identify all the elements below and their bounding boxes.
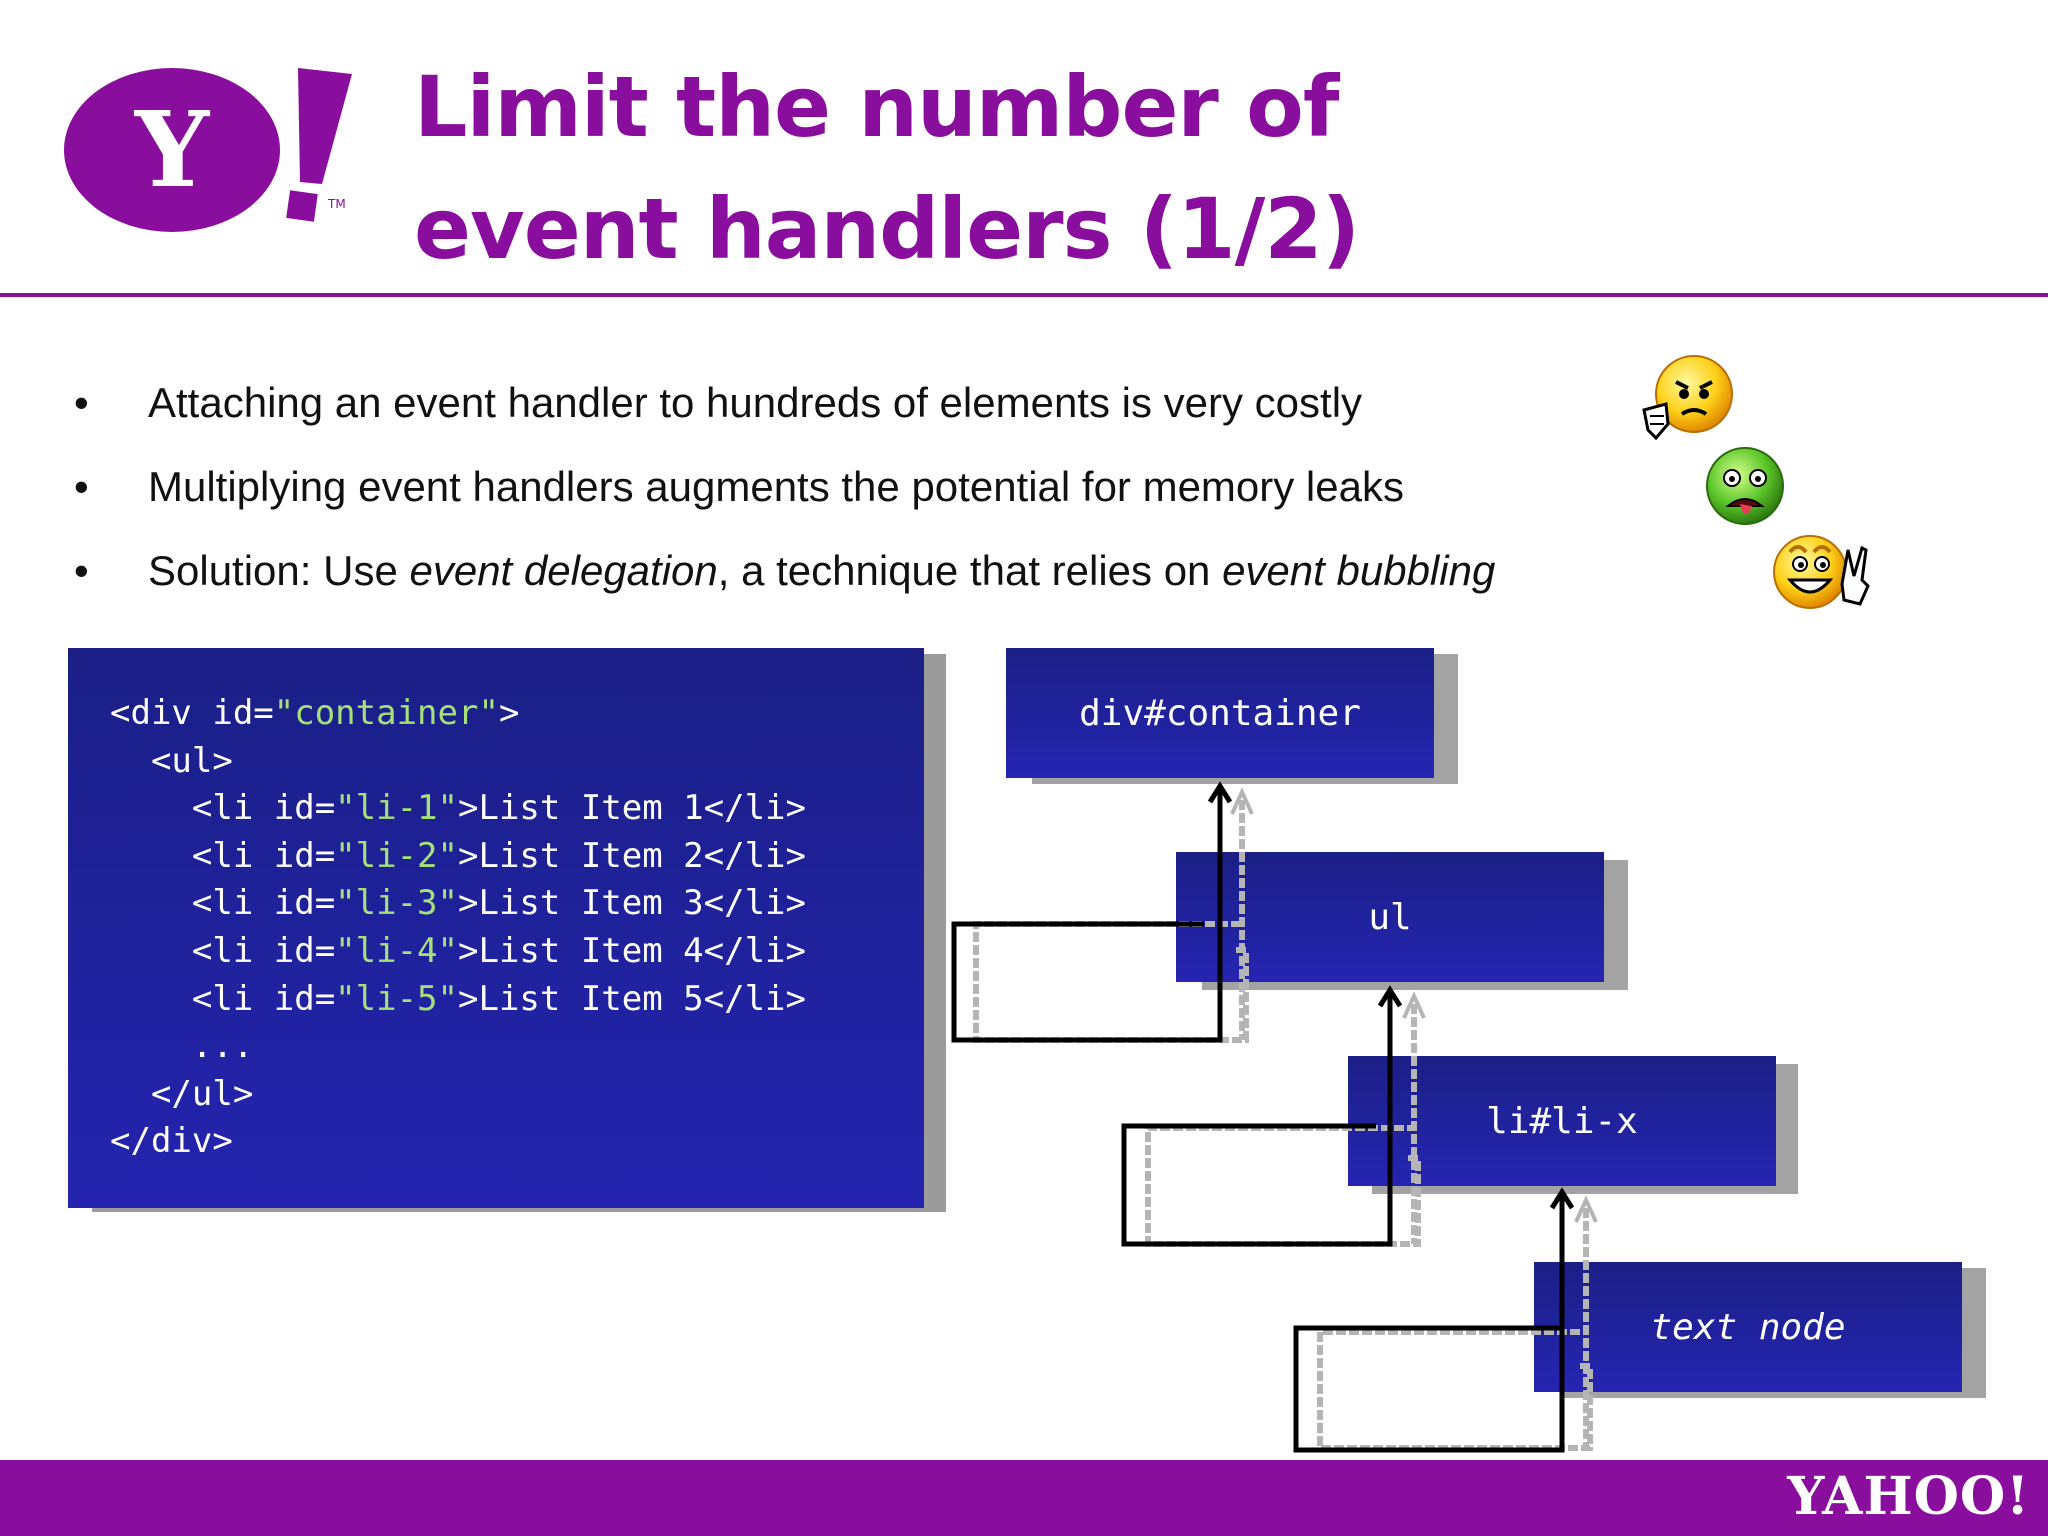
footer-bar: YAHOO! — [0, 1460, 2048, 1536]
happy-victory-smiley-icon — [1770, 528, 1874, 622]
sick-green-smiley-icon — [1700, 442, 1790, 536]
node-text: text node — [1534, 1262, 1962, 1392]
code-line: </div> — [110, 1121, 233, 1162]
node-label: ul — [1368, 896, 1412, 938]
title-line-2: event handlers (1/2) — [414, 180, 1360, 278]
logo-tm: TM — [327, 197, 346, 211]
node-li: li#li-x — [1348, 1056, 1776, 1186]
bullet-marker: • — [74, 463, 89, 510]
code-line: <div id="container"> — [110, 693, 520, 733]
bullet-text: Multiplying event handlers augments the … — [148, 463, 1404, 510]
code-line: </ul> — [110, 1073, 254, 1114]
code-line: ... — [110, 1026, 254, 1067]
footer-yahoo-logo: YAHOO! — [1787, 1466, 2030, 1527]
node-label: li#li-x — [1486, 1100, 1638, 1142]
bullet-item: • Attaching an event handler to hundreds… — [70, 368, 1670, 452]
bullet-list: • Attaching an event handler to hundreds… — [70, 368, 1670, 620]
bullet-marker: • — [74, 379, 89, 426]
angry-thumbs-down-smiley-icon — [1636, 352, 1736, 452]
page-title: Limit the number of event handlers (1/2) — [414, 46, 1360, 290]
bullet-text: Attaching an event handler to hundreds o… — [148, 379, 1363, 426]
code-line: <ul> — [110, 740, 233, 781]
emphasis-event-delegation: event delegation — [409, 547, 718, 594]
bullet-marker: • — [74, 547, 89, 594]
code-line: <li id="li-4">List Item 4</li> — [110, 930, 806, 971]
bullet-text-middle: , a technique that relies on — [717, 547, 1223, 594]
node-ul: ul — [1176, 852, 1604, 982]
title-line-1: Limit the number of — [414, 58, 1339, 156]
title-divider — [0, 293, 2048, 297]
code-line: <li id="li-2">List Item 2</li> — [110, 835, 806, 876]
node-label: text node — [1650, 1306, 1846, 1348]
bullet-text: Solution: Use event delegation, a techni… — [148, 536, 1495, 606]
node-label: div#container — [1079, 692, 1361, 734]
logo-letter: Y — [134, 88, 211, 211]
bullet-item: • Solution: Use event delegation, a tech… — [70, 536, 1670, 620]
node-div-container: div#container — [1006, 648, 1434, 778]
emphasis-event-bubbling: event bubbling — [1222, 547, 1496, 594]
code-line: <li id="li-3">List Item 3</li> — [110, 883, 806, 924]
code-line: <li id="li-1">List Item 1</li> — [110, 788, 806, 829]
bullet-item: • Multiplying event handlers augments th… — [70, 452, 1670, 536]
yahoo-logo: Y TM — [60, 60, 360, 240]
bullet-text-prefix: Solution: Use — [148, 547, 410, 594]
code-panel: <div id="container"> <ul> <li id="li-1">… — [68, 648, 924, 1208]
code-line: <li id="li-5">List Item 5</li> — [110, 978, 806, 1019]
